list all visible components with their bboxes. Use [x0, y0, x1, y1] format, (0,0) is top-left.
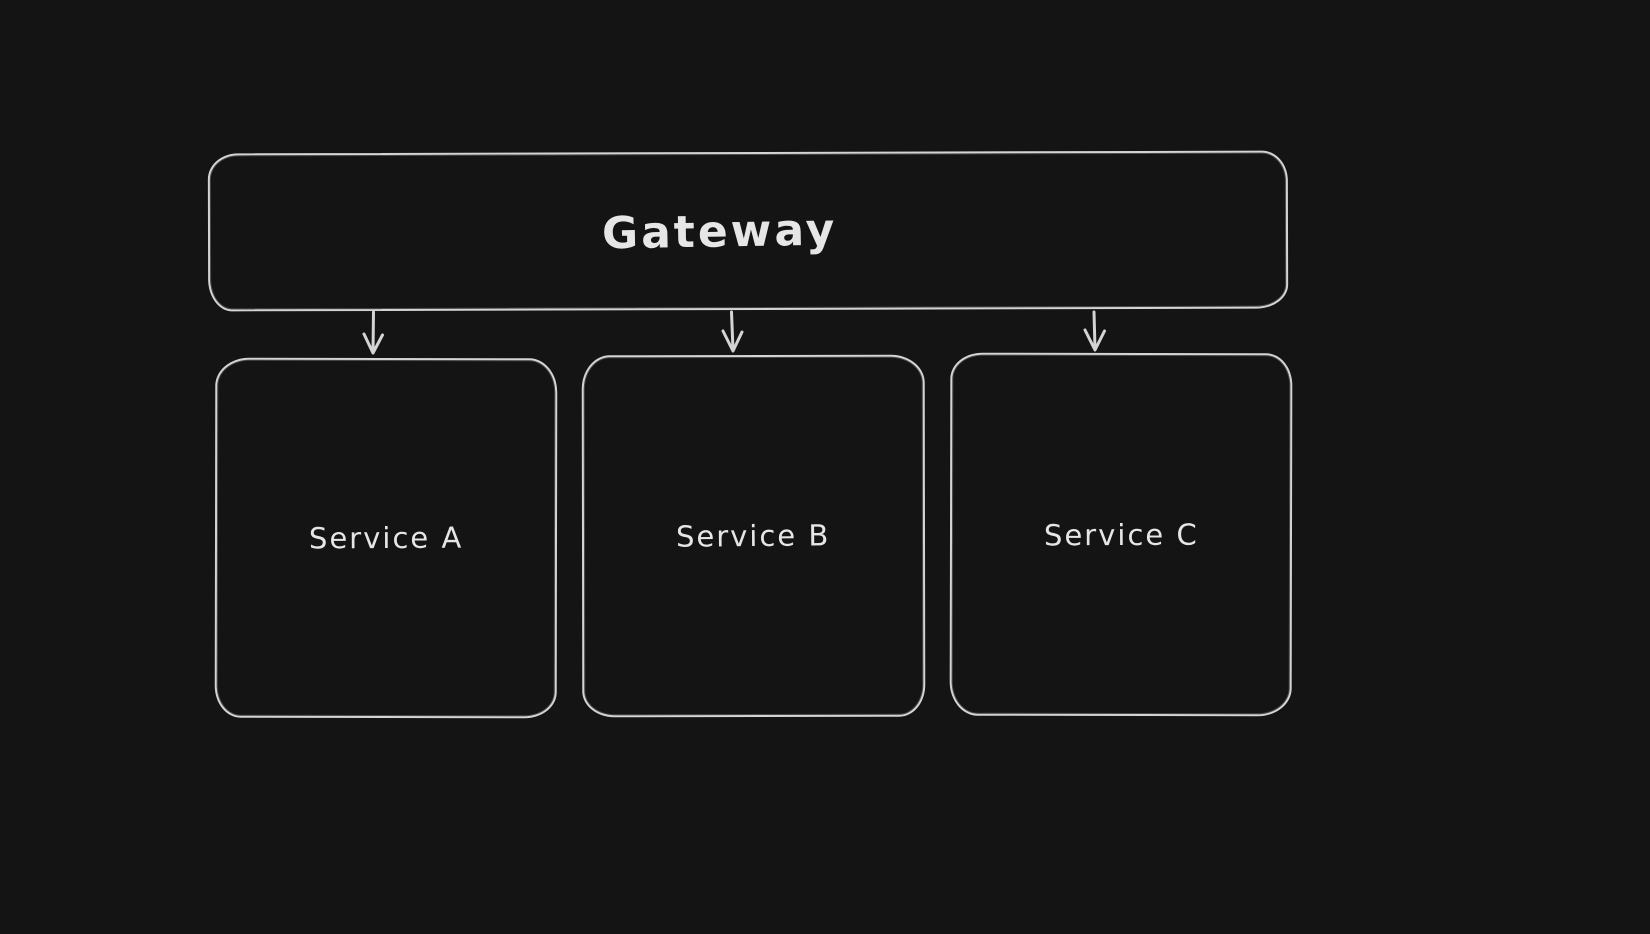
node-service-b-label: Service B — [676, 518, 831, 554]
node-service-c-label: Service C — [1043, 517, 1199, 552]
arrow-gateway-to-service-b — [721, 310, 744, 353]
node-service-c: Service C — [949, 352, 1293, 717]
node-gateway: Gateway — [207, 150, 1289, 312]
arrow-gateway-to-service-a — [362, 310, 384, 355]
node-service-a-label: Service A — [308, 520, 464, 556]
node-service-b: Service B — [581, 354, 926, 718]
node-service-a: Service A — [214, 357, 558, 719]
arrow-gateway-to-service-c — [1083, 310, 1106, 352]
node-gateway-label: Gateway — [601, 204, 839, 259]
